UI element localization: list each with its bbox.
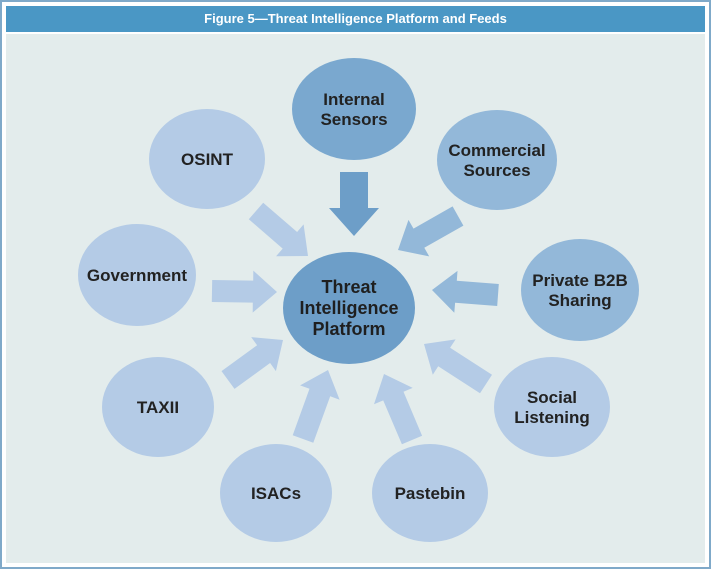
arrow-osint bbox=[248, 202, 308, 257]
arrow-isacs bbox=[292, 370, 340, 443]
center-ellipse bbox=[283, 252, 415, 364]
center-label-line: Threat bbox=[321, 277, 376, 297]
feed-ellipse-osint bbox=[149, 109, 265, 209]
feed-ellipse-isacs bbox=[220, 444, 332, 542]
center-label-line: Intelligence bbox=[299, 298, 398, 318]
feed-label-pastebin: Pastebin bbox=[395, 484, 466, 503]
feed-node-government: Government bbox=[78, 224, 196, 326]
feed-label-isacs: ISACs bbox=[251, 484, 301, 503]
feed-label-internal-sensors-line: Internal bbox=[323, 90, 384, 109]
feed-label-social-listening-line: Listening bbox=[514, 408, 590, 427]
arrow-taxii bbox=[221, 337, 283, 389]
feed-label-osint: OSINT bbox=[181, 150, 234, 169]
arrow-social-listening bbox=[424, 339, 492, 394]
arrow-pastebin bbox=[374, 374, 423, 445]
feed-label-taxii: TAXII bbox=[137, 398, 179, 417]
feed-label-commercial-sources-line: Sources bbox=[463, 161, 530, 180]
feed-label-private-b2b-sharing-line: Private B2B bbox=[532, 271, 627, 290]
feed-ellipse-private-b2b-sharing bbox=[521, 239, 639, 341]
feed-ellipse-taxii bbox=[102, 357, 214, 457]
arrow-commercial-sources bbox=[398, 206, 464, 257]
feed-ellipse-internal-sensors bbox=[292, 58, 416, 160]
feed-node-isacs: ISACs bbox=[220, 444, 332, 542]
feed-label-internal-sensors-line: Sensors bbox=[320, 110, 387, 129]
arrows-layer bbox=[211, 172, 499, 445]
feed-node-taxii: TAXII bbox=[102, 357, 214, 457]
arrow-government bbox=[211, 270, 277, 313]
feed-ellipse-social-listening bbox=[494, 357, 610, 457]
feed-label-isacs-line: ISACs bbox=[251, 484, 301, 503]
feed-ellipse-pastebin bbox=[372, 444, 488, 542]
feed-label-government: Government bbox=[87, 266, 187, 285]
feed-label-government-line: Government bbox=[87, 266, 187, 285]
feed-label-commercial-sources-line: Commercial bbox=[448, 141, 545, 160]
feed-node-osint: OSINT bbox=[149, 109, 265, 209]
feed-label-social-listening-line: Social bbox=[527, 388, 577, 407]
feed-node-pastebin: Pastebin bbox=[372, 444, 488, 542]
feed-label-pastebin-line: Pastebin bbox=[395, 484, 466, 503]
arrow-private-b2b-sharing bbox=[432, 270, 499, 313]
feed-label-taxii-line: TAXII bbox=[137, 398, 179, 417]
feed-ellipse-commercial-sources bbox=[437, 110, 557, 210]
arrow-internal-sensors bbox=[329, 172, 379, 236]
feed-ellipse-government bbox=[78, 224, 196, 326]
figure-title: Figure 5—Threat Intelligence Platform an… bbox=[6, 6, 705, 32]
feed-label-osint-line: OSINT bbox=[181, 150, 234, 169]
feed-label-private-b2b-sharing-line: Sharing bbox=[548, 291, 611, 310]
center-label-line: Platform bbox=[312, 319, 385, 339]
